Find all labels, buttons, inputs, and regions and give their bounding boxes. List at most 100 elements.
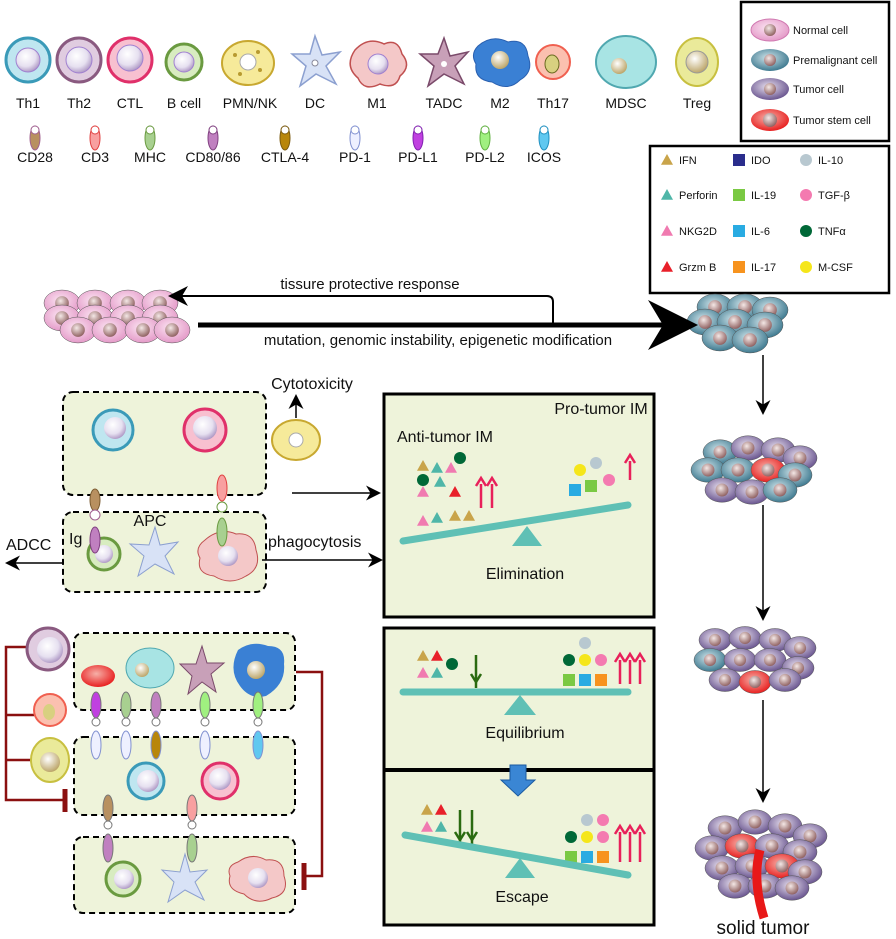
ifn-marker bbox=[421, 804, 433, 815]
cell bbox=[730, 435, 766, 461]
phagocytosis-label: phagocytosis bbox=[268, 534, 361, 551]
tnf-marker bbox=[563, 654, 575, 666]
il19-marker bbox=[733, 189, 745, 201]
th2-cell-icon bbox=[55, 36, 103, 84]
up-arrow-icon bbox=[633, 651, 647, 684]
cell-state-legend: Normal cell Premalignant cell Tumor cell… bbox=[739, 0, 891, 143]
cell bbox=[704, 477, 740, 503]
seesaw-fulcrum-equilibrium bbox=[504, 695, 536, 715]
factor-legend-label: IFN bbox=[679, 155, 697, 167]
down-arrow-icon bbox=[499, 764, 537, 797]
molecule-icon-cd3 bbox=[89, 125, 101, 151]
factor-legend-label: IL-10 bbox=[818, 155, 843, 167]
costimulatory-pair bbox=[186, 794, 198, 863]
cell bbox=[758, 628, 792, 652]
ctl-cell-icon bbox=[106, 36, 154, 84]
cell-type-label: M1 bbox=[367, 95, 387, 111]
cell-type-label: Th2 bbox=[67, 95, 91, 111]
cell-type-label: B cell bbox=[167, 95, 201, 111]
cell bbox=[698, 628, 732, 652]
factor-legend-label: TNFα bbox=[818, 226, 846, 238]
il6-marker bbox=[579, 674, 591, 686]
treg-cell-icon bbox=[675, 37, 719, 87]
cell bbox=[783, 636, 817, 660]
down-arrow-icon bbox=[469, 655, 483, 688]
cell-type-label: Th17 bbox=[537, 95, 569, 111]
il6-marker bbox=[581, 851, 593, 863]
tnf-marker bbox=[446, 658, 458, 670]
legend-normal-cell: Normal cell bbox=[793, 25, 848, 37]
molecule-label: ICOS bbox=[527, 149, 561, 165]
factor-legend-label: IDO bbox=[751, 155, 771, 167]
cell-type-label: Th1 bbox=[16, 95, 40, 111]
tumor-cluster-early bbox=[690, 435, 818, 505]
up-arrow-icon bbox=[613, 823, 627, 862]
ifn-marker bbox=[417, 650, 429, 661]
il10-marker bbox=[800, 154, 812, 166]
nkg2d-marker bbox=[417, 515, 429, 526]
adcc-label: ADCC bbox=[6, 537, 51, 554]
factor-legend-label: IL-19 bbox=[751, 190, 776, 202]
th17-cell-icon bbox=[535, 44, 571, 80]
premalignant-cell-swatch bbox=[751, 49, 789, 71]
factor-legend-label: M-CSF bbox=[818, 262, 853, 274]
equilibrium-escape-panel: Equilibrium Escape bbox=[382, 626, 656, 927]
il10-marker bbox=[579, 637, 591, 649]
tumor-cluster-mid bbox=[693, 626, 817, 694]
costimulatory-pair bbox=[102, 794, 114, 863]
molecule-label: PD-L1 bbox=[398, 149, 438, 165]
elimination-panel: Anti-tumor IM Pro-tumor IM Elimination bbox=[382, 392, 656, 619]
il10-marker bbox=[581, 814, 593, 826]
down-arrow-icon bbox=[465, 810, 479, 846]
apc-label: APC bbox=[134, 513, 167, 530]
factor-legend-label: Grzm B bbox=[679, 262, 716, 274]
checkpoint-pair bbox=[120, 691, 132, 760]
ido-marker bbox=[733, 154, 745, 166]
mcsf-marker bbox=[581, 831, 593, 843]
grzmb-marker bbox=[449, 486, 461, 497]
normal-cell-swatch bbox=[750, 18, 790, 42]
factor-legend-label: Perforin bbox=[679, 190, 718, 202]
cell bbox=[717, 873, 753, 899]
seesaw-fulcrum-escape bbox=[505, 858, 535, 878]
molecule-icon-pdl1 bbox=[412, 125, 424, 151]
pmn-nk-cell-icon bbox=[221, 40, 275, 86]
tumor-stem-cell bbox=[81, 665, 115, 687]
ifn-marker bbox=[463, 510, 475, 521]
seesaw-beam bbox=[399, 501, 632, 545]
mcsf-marker bbox=[574, 464, 586, 476]
tissue-protective-arrow bbox=[168, 286, 554, 323]
tnf-marker bbox=[800, 225, 812, 237]
b-cell-icon bbox=[164, 42, 204, 82]
molecule-icon-pd1 bbox=[349, 125, 361, 151]
checkpoint-pair bbox=[199, 691, 211, 760]
tadc-cell bbox=[178, 644, 226, 696]
nkg2d-marker bbox=[417, 667, 429, 678]
up-arrow-icon bbox=[474, 475, 488, 508]
perforin-marker bbox=[435, 821, 447, 832]
molecule-icon-cd28 bbox=[29, 125, 41, 151]
suppression-network bbox=[4, 626, 324, 914]
cell-type-label: CTL bbox=[117, 95, 144, 111]
elimination-label: Elimination bbox=[486, 566, 564, 583]
th1-cell-icon bbox=[4, 36, 52, 84]
il19-marker bbox=[563, 674, 575, 686]
il19-marker bbox=[565, 851, 577, 863]
checkpoint-pair bbox=[90, 691, 102, 760]
il6-marker bbox=[733, 225, 745, 237]
molecule-icon-ctla4 bbox=[279, 125, 291, 151]
tgf-marker bbox=[597, 814, 609, 826]
molecule-label: PD-1 bbox=[339, 149, 371, 165]
tgf-marker bbox=[603, 474, 615, 486]
cell bbox=[768, 668, 802, 692]
up-arrow-icon bbox=[613, 651, 627, 684]
normal-cell-cluster bbox=[43, 289, 191, 344]
receptor-pair-left bbox=[89, 488, 101, 554]
perforin-marker bbox=[661, 189, 673, 200]
mcsf-marker bbox=[800, 261, 812, 273]
il19-marker bbox=[585, 480, 597, 492]
molecule-label: CD3 bbox=[81, 149, 109, 165]
